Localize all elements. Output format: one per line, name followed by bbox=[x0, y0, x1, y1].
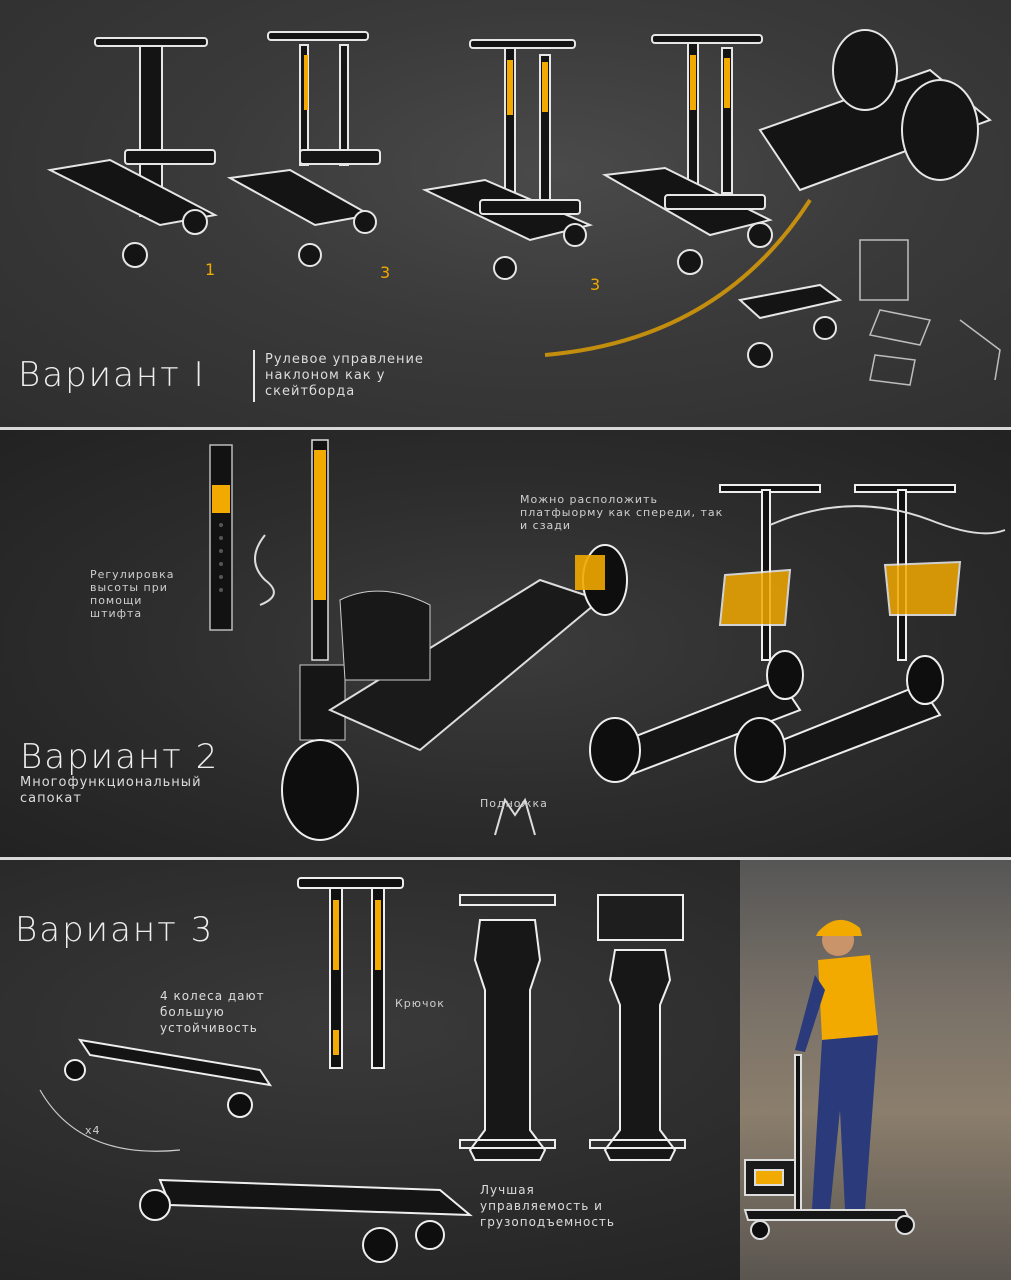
cart-sketch bbox=[737, 283, 843, 368]
scooter-sketch-3 bbox=[421, 39, 594, 280]
scooter-sketch-4 bbox=[601, 34, 773, 275]
scooter-sketch-2 bbox=[226, 31, 381, 267]
skateboard-4wheel bbox=[39, 1038, 273, 1152]
variant3-sketches bbox=[39, 877, 915, 1263]
scooter-sketch-1 bbox=[46, 37, 219, 268]
scooter-front-platform bbox=[589, 484, 821, 783]
footrest-icon bbox=[494, 797, 536, 836]
variant1-sketches: 1 3 3 bbox=[46, 29, 1001, 386]
worker-scooter bbox=[743, 1054, 915, 1240]
variant3-title: Вариант 3 bbox=[15, 910, 215, 950]
platform-position-note: Можно расположить платфыорму как спереди… bbox=[520, 493, 724, 532]
detail-sketches bbox=[859, 239, 1001, 386]
panel-separator bbox=[0, 857, 1011, 860]
title-divider bbox=[253, 350, 255, 402]
sketch-number-2: 3 bbox=[380, 263, 390, 282]
variant1-panel: 1 3 3 Вариант I Рулевое управление накло… bbox=[0, 0, 1011, 427]
handling-note: Лучшая управляемость и грузоподъемность bbox=[480, 1183, 615, 1229]
variant2-description: Многофункциональный сапокат bbox=[20, 775, 202, 806]
variant1-description: Рулевое управление наклоном как у скейтб… bbox=[265, 352, 424, 399]
x4-note: x4 bbox=[85, 1124, 101, 1137]
sketch-number-1: 1 bbox=[205, 260, 215, 279]
truck-closeup bbox=[758, 29, 992, 192]
variant2-title: Вариант 2 bbox=[20, 737, 220, 777]
footrest-note: Подножка bbox=[480, 797, 548, 810]
panel-separator bbox=[0, 427, 1011, 430]
variant2-sketches bbox=[209, 439, 1006, 841]
sketch-number-3: 3 bbox=[590, 275, 600, 294]
variant1-title: Вариант I bbox=[18, 355, 206, 395]
variant2-panel: Регулировка высоты при помощи штифта Мож… bbox=[0, 430, 1011, 857]
height-adjust-note: Регулировка высоты при помощи штифта bbox=[90, 568, 175, 620]
hook-note: Крючок bbox=[395, 997, 445, 1010]
orange-swoosh bbox=[544, 198, 812, 357]
top-view-1 bbox=[459, 894, 556, 1161]
top-view-2 bbox=[589, 894, 686, 1161]
four-wheels-note: 4 колеса дают большую устойчивость bbox=[160, 989, 265, 1035]
variant3-panel: Вариант 3 4 колеса дают большую устойчив… bbox=[0, 860, 1011, 1280]
scooter-rear-platform bbox=[734, 484, 962, 783]
kick-scooter-main bbox=[281, 439, 628, 841]
height-pin-detail bbox=[209, 444, 275, 631]
cart-scooter-main bbox=[139, 877, 473, 1263]
worker-figure bbox=[795, 919, 878, 1210]
swap-arrow bbox=[769, 505, 1006, 535]
